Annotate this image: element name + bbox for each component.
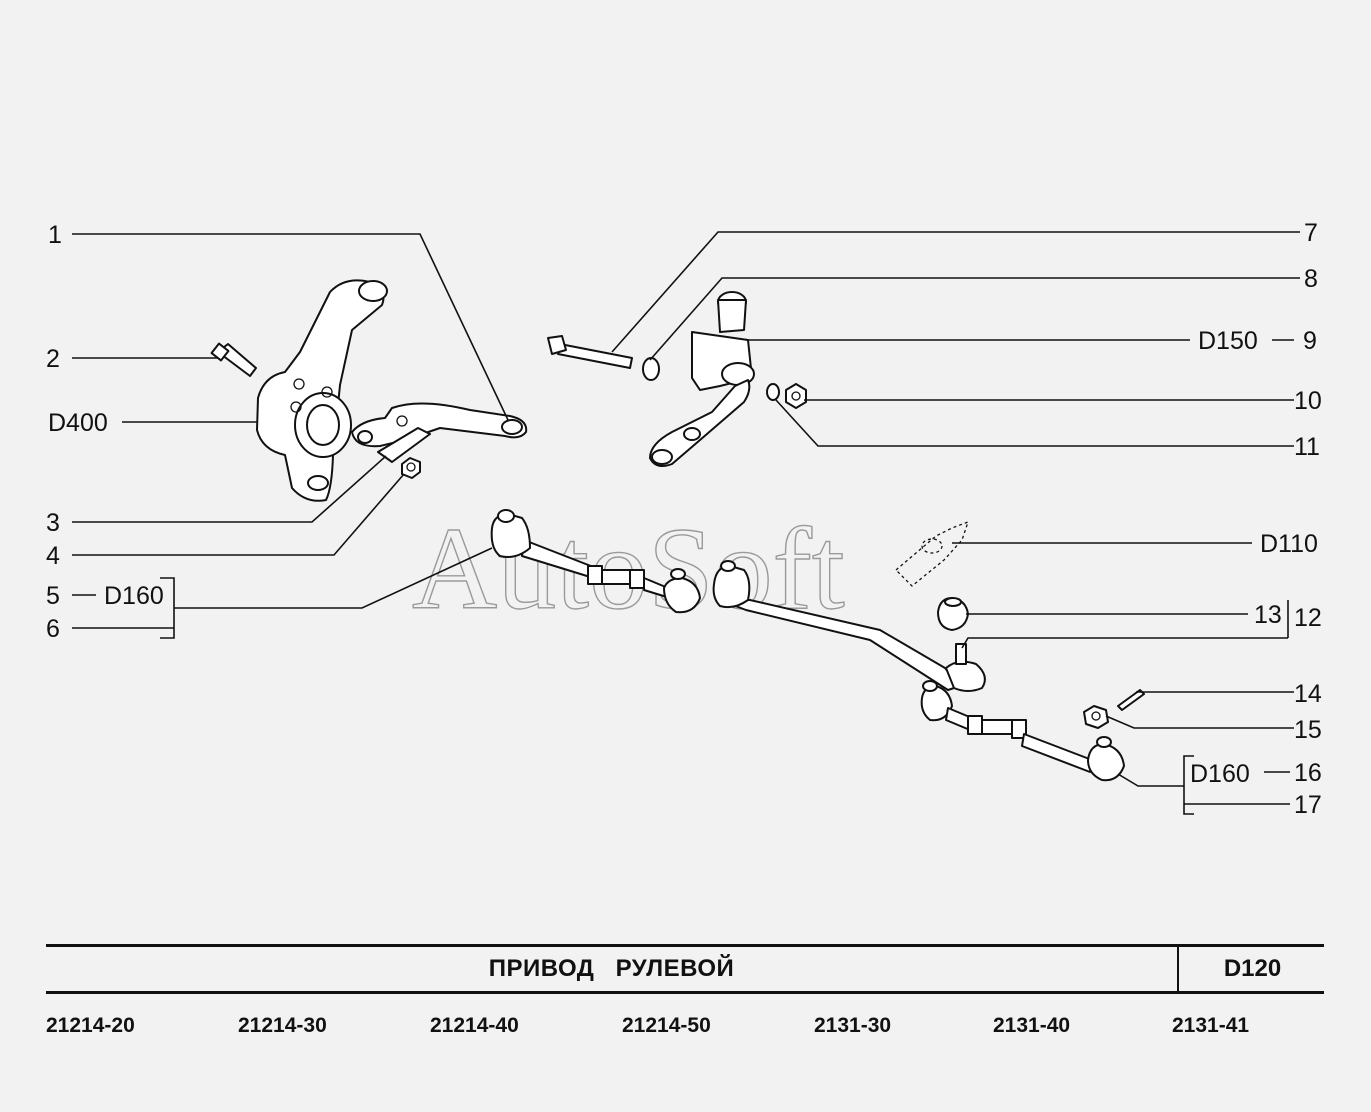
callout-10: 10	[1294, 387, 1322, 415]
callout-9: 9	[1303, 327, 1317, 355]
pendulum-bolt-drawing	[547, 335, 633, 369]
callout-6: 6	[46, 615, 60, 643]
leader-8	[649, 277, 1300, 361]
ref-d110: D110	[1260, 530, 1318, 558]
pendulum-bracket-drawing	[649, 291, 755, 467]
right-tie-rod-drawing	[920, 680, 1125, 782]
washer-8-drawing	[642, 357, 660, 381]
callout-12: 12	[1294, 604, 1322, 632]
callout-5: 5	[46, 582, 60, 610]
section-code: D120	[1177, 947, 1326, 991]
ref-d160-left: D160	[104, 582, 164, 610]
model-item: 2131-30	[814, 1014, 892, 1037]
boot-13-drawing	[937, 597, 969, 631]
leader-4	[72, 473, 405, 556]
leader-3	[72, 455, 387, 523]
steering-arm-drawing	[351, 402, 528, 448]
model-item: 21214-20	[46, 1014, 135, 1037]
callout-7: 7	[1304, 219, 1318, 247]
ref-d160-right: D160	[1190, 760, 1250, 788]
callout-8: 8	[1304, 265, 1318, 293]
page-title: ПРИВОД РУЛЕВОЙ	[488, 955, 735, 982]
callout-2: 2	[46, 345, 60, 373]
callout-3: 3	[46, 509, 60, 537]
leader-11	[775, 399, 1294, 447]
nut-4-drawing	[401, 457, 421, 479]
castle-nut-drawing	[1083, 705, 1109, 729]
leader-7	[611, 231, 1300, 353]
callout-15: 15	[1294, 716, 1322, 744]
callout-1: 1	[48, 221, 62, 249]
callout-4: 4	[46, 542, 60, 570]
nut-10-drawing	[785, 383, 807, 409]
model-item: 2131-41	[1172, 1014, 1250, 1037]
callout-14: 14	[1294, 680, 1322, 708]
ref-d400: D400	[48, 409, 108, 437]
title-bar: ПРИВОД РУЛЕВОЙ D120	[46, 944, 1324, 994]
model-item: 21214-40	[430, 1014, 519, 1037]
leader-12-part	[961, 637, 1288, 649]
callout-16: 16	[1294, 759, 1322, 787]
washer-11-drawing	[766, 383, 780, 401]
bolt-2-drawing	[210, 342, 257, 377]
model-item: 21214-30	[238, 1014, 327, 1037]
leader-16-17-part	[1117, 773, 1184, 787]
lock-plate-drawing	[377, 427, 431, 463]
leader-1	[72, 233, 509, 421]
bracket-16-17	[1183, 755, 1194, 815]
callout-17: 17	[1294, 791, 1322, 819]
callout-13: 13	[1254, 601, 1282, 629]
ref-d150: D150	[1198, 327, 1258, 355]
callout-11: 11	[1294, 433, 1320, 461]
left-tie-rod-drawing	[490, 509, 701, 614]
leader-5-6-part	[174, 547, 493, 609]
steering-knuckle-drawing	[256, 279, 388, 502]
center-link-drawing	[712, 560, 986, 692]
cotter-pin-drawing	[1117, 689, 1145, 711]
model-item: 21214-50	[622, 1014, 711, 1037]
leader-15	[1105, 715, 1294, 729]
idler-bracket-drawing	[895, 520, 970, 587]
model-item: 2131-40	[993, 1014, 1071, 1037]
model-list: 21214-20 21214-30 21214-40 21214-50 2131…	[46, 1014, 1326, 1044]
